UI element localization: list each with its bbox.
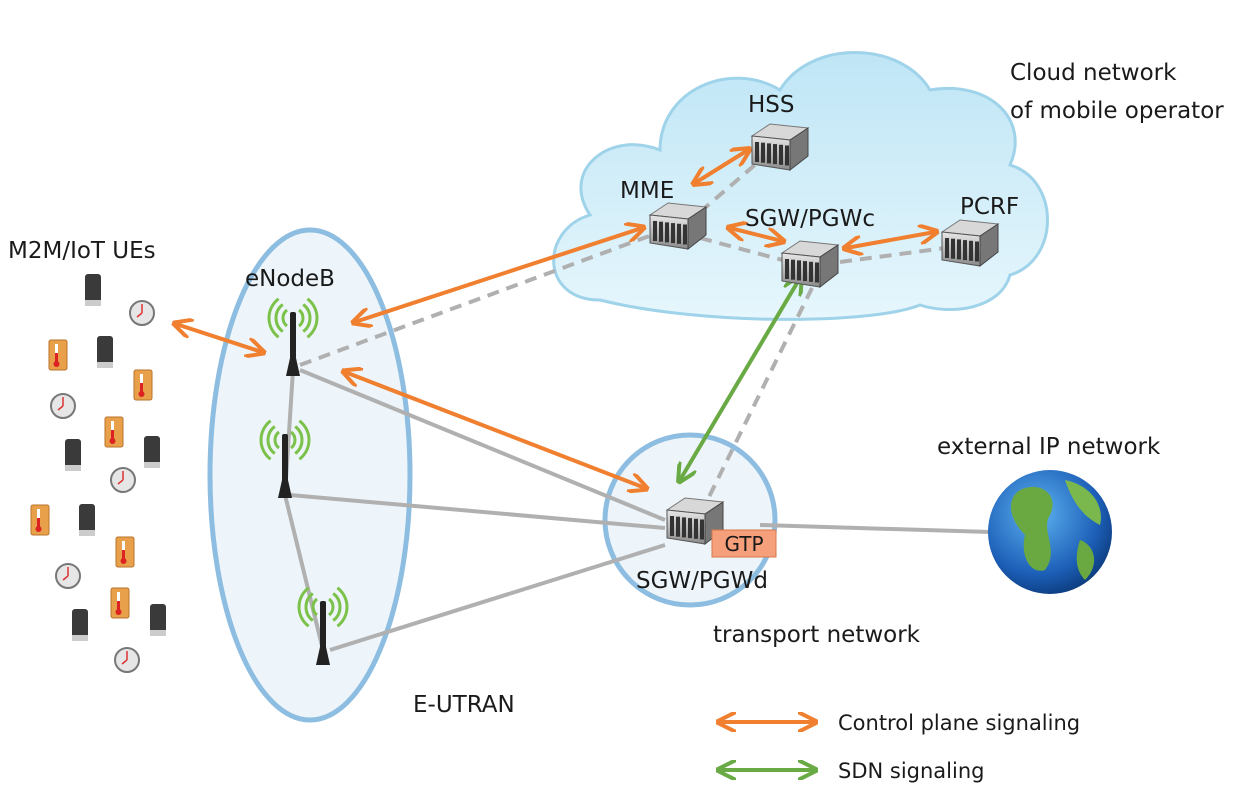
clock-icon bbox=[114, 647, 140, 673]
pcrf-server-icon bbox=[940, 219, 1000, 268]
clock-icon bbox=[55, 563, 81, 589]
cloud-label-line1: Cloud network bbox=[1010, 60, 1177, 86]
sgw-pgwd-label: SGW/PGWd bbox=[636, 568, 768, 594]
antenna-bottom-icon bbox=[297, 586, 349, 665]
phone-icon bbox=[72, 609, 88, 641]
external-network-label: external IP network bbox=[937, 434, 1161, 460]
thermometer-icon bbox=[115, 536, 135, 568]
ues-label: M2M/IoT UEs bbox=[8, 238, 156, 264]
gtp-badge bbox=[711, 529, 777, 558]
globe-icon bbox=[988, 470, 1112, 594]
antenna-top-icon bbox=[267, 297, 319, 376]
clock-icon bbox=[129, 300, 155, 326]
eutran-label: E-UTRAN bbox=[413, 692, 515, 718]
mme-server-icon bbox=[648, 202, 708, 251]
sdn-arrow bbox=[680, 278, 800, 480]
phone-icon bbox=[85, 274, 101, 306]
antenna-middle-icon bbox=[259, 419, 311, 498]
hss-label: HSS bbox=[748, 92, 795, 118]
thermometer-icon bbox=[48, 339, 68, 371]
thermometer-icon bbox=[110, 587, 130, 619]
transport-network-label: transport network bbox=[713, 622, 921, 648]
gtp-label: GTP bbox=[724, 532, 763, 556]
thermometer-icon bbox=[133, 369, 153, 401]
thermometer-icon bbox=[30, 504, 50, 536]
sgw-pgwc-server-icon bbox=[780, 240, 840, 289]
phone-icon bbox=[144, 436, 160, 468]
cloud-label-line2: of mobile operator bbox=[1010, 98, 1224, 124]
phone-icon bbox=[65, 439, 81, 471]
phone-icon bbox=[79, 504, 95, 536]
mme-label: MME bbox=[620, 178, 674, 204]
pcrf-label: PCRF bbox=[960, 194, 1019, 220]
sgw-pgwc-label: SGW/PGWc bbox=[745, 206, 875, 232]
legend-control-label: Control plane signaling bbox=[838, 711, 1080, 735]
thermometer-icon bbox=[104, 416, 124, 448]
clock-icon bbox=[110, 467, 136, 493]
hss-server-icon bbox=[750, 123, 810, 172]
clock-icon bbox=[50, 393, 76, 419]
control-plane-arrows bbox=[176, 150, 935, 488]
eutran-ellipse bbox=[207, 227, 413, 723]
legend: Control plane signaling SDN signaling bbox=[720, 711, 1080, 783]
legend-sdn-label: SDN signaling bbox=[838, 759, 984, 783]
phone-icon bbox=[97, 336, 113, 368]
phone-icon bbox=[150, 604, 166, 636]
enodeb-label: eNodeB bbox=[245, 266, 335, 292]
